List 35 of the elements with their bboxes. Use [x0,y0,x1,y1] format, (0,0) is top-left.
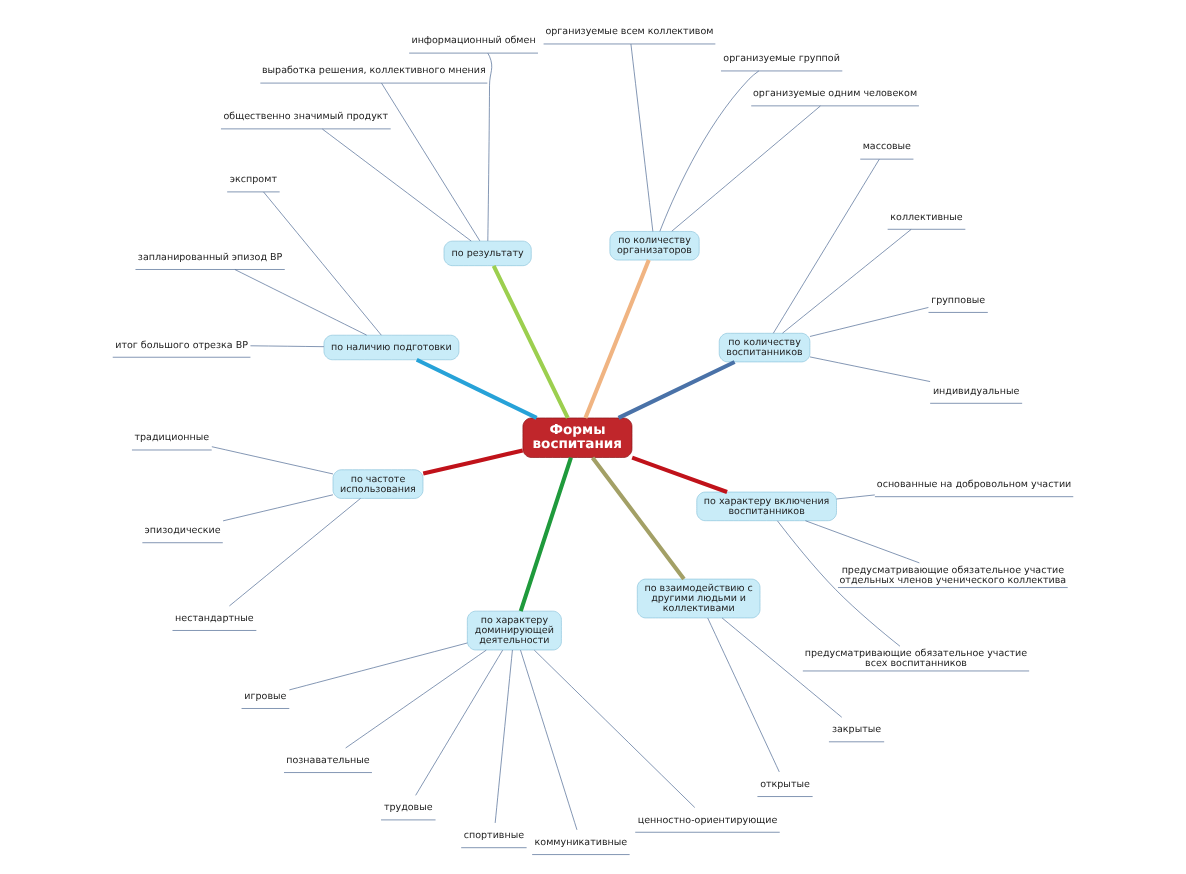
connector [263,191,382,336]
connector [322,128,472,242]
connector [671,105,821,232]
connector [630,43,654,232]
connector [491,264,570,419]
connector [836,494,876,500]
connector [809,307,929,337]
connector [487,52,493,242]
connector [234,269,367,336]
connector [773,159,880,334]
connector [721,617,843,718]
connector [381,82,481,242]
connector [422,448,524,476]
connector [809,356,931,382]
connector [494,649,513,824]
connector [415,649,503,796]
connector [518,457,573,612]
connector [782,229,912,334]
connector [415,357,538,420]
connector [229,498,361,607]
connector [289,642,468,691]
connector [345,649,487,749]
connector [805,520,920,564]
connector [631,455,728,494]
connector [707,617,780,773]
connector [533,649,696,808]
connector [777,520,901,647]
connector [659,70,760,232]
connector [520,649,578,831]
connector [211,446,334,475]
connector [590,456,686,581]
connector [583,259,651,419]
connector [617,360,736,420]
connector [250,345,325,347]
connector [222,494,334,522]
